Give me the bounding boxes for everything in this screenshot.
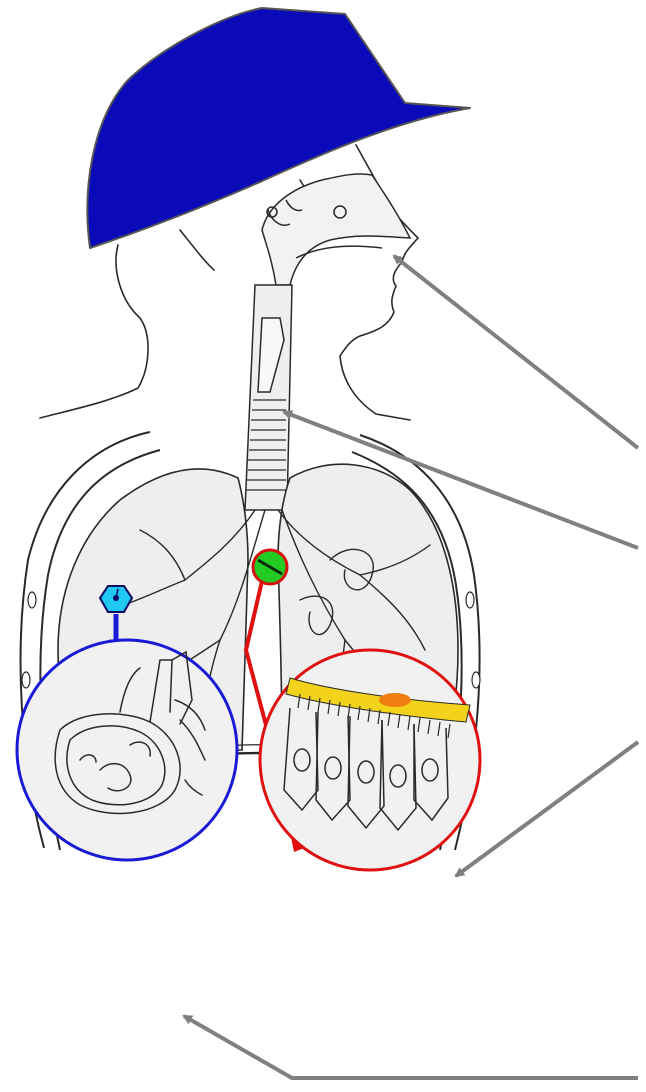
alveoli-closeup bbox=[17, 640, 237, 860]
nasal-pointer bbox=[394, 256, 638, 448]
nasal-cavity bbox=[262, 174, 410, 285]
cilia-pointer bbox=[456, 742, 638, 876]
cilia-closeup bbox=[260, 650, 480, 870]
trachea bbox=[245, 285, 292, 510]
alveoli-pointer bbox=[184, 1016, 638, 1078]
